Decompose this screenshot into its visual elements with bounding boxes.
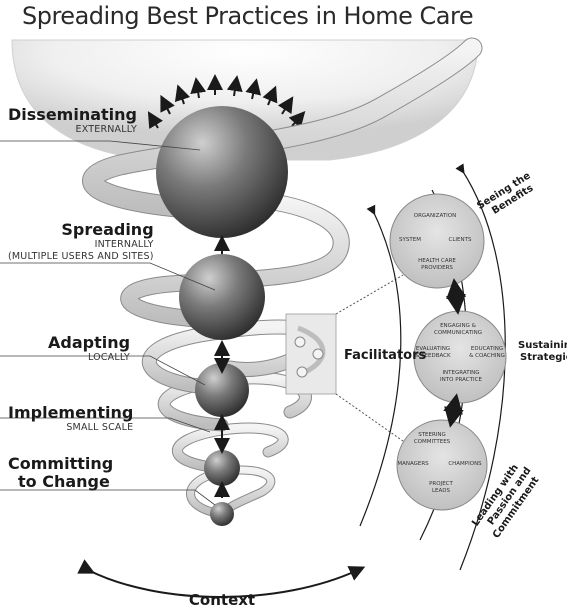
sphere-implementing (204, 450, 240, 486)
stage-label-spreading: Spreading INTERNALLY (MULTIPLE USERS AND… (8, 220, 154, 263)
stage-label-adapting: Adapting LOCALLY (48, 333, 131, 364)
facilitator-arrows (443, 278, 467, 428)
sphere-adapting (195, 363, 249, 417)
circle1-text-0: ORGANIZATION (414, 213, 456, 219)
circle2-text-5: & COACHING (469, 353, 505, 359)
sustaining-strategies-label: Sustaining Strategies (518, 340, 567, 363)
dome-shape (11, 39, 479, 161)
circle3-text-3: CHAMPIONS (448, 461, 482, 467)
circle2-text-3: & FEEDBACK (415, 353, 451, 359)
seeing-benefits-label: Seeing the Benefits (475, 170, 535, 216)
circle3-text-4: PROJECT (429, 481, 453, 487)
stage-label-disseminating: Disseminating EXTERNALLY (8, 105, 137, 136)
circle3-text-5: LEADS (432, 488, 451, 494)
circle2-text-4: EDUCATING (471, 346, 503, 352)
sphere-committing (210, 502, 234, 526)
page-title: Spreading Best Practices in Home Care (22, 2, 474, 30)
circle3-text-1: COMMITTEES (414, 439, 451, 445)
sphere-disseminating (156, 106, 288, 238)
circle2-text-1: COMMUNICATING (434, 330, 482, 336)
facilitator-texts: ORGANIZATION SYSTEM CLIENTS HEALTH CARE … (397, 213, 505, 494)
facilitators-zoom (285, 274, 421, 454)
circle3-text-2: MANAGERS (397, 461, 429, 467)
label-leader-lines (0, 140, 216, 506)
circle3-text-0: STEERING (418, 432, 446, 438)
facilitator-circle-org (389, 193, 485, 289)
context-label: Context (189, 591, 255, 609)
circle1-text-4: PROVIDERS (421, 265, 453, 271)
context-arc (77, 559, 366, 598)
circle1-text-2: CLIENTS (449, 237, 472, 243)
svg-text:Strategies: Strategies (520, 352, 567, 363)
stage-label-committing: Committing to Change (8, 454, 114, 491)
facilitators-label: Facilitators (344, 348, 427, 363)
svg-text:Sustaining: Sustaining (518, 340, 567, 351)
circle2-text-6: INTEGRATING (442, 370, 479, 376)
circle1-text-1: SYSTEM (399, 237, 421, 243)
radiating-arrows (147, 74, 306, 129)
sphere-spreading (179, 254, 265, 340)
circle2-text-7: INTO PRACTICE (440, 377, 482, 383)
facilitator-circle-people (396, 419, 488, 511)
circle2-text-2: EVALUATING (416, 346, 450, 352)
stage-label-implementing: Implementing SMALL SCALE (8, 403, 134, 434)
circle2-text-0: ENGAGING & (440, 323, 477, 329)
circle1-text-3: HEALTH CARE (418, 258, 456, 264)
